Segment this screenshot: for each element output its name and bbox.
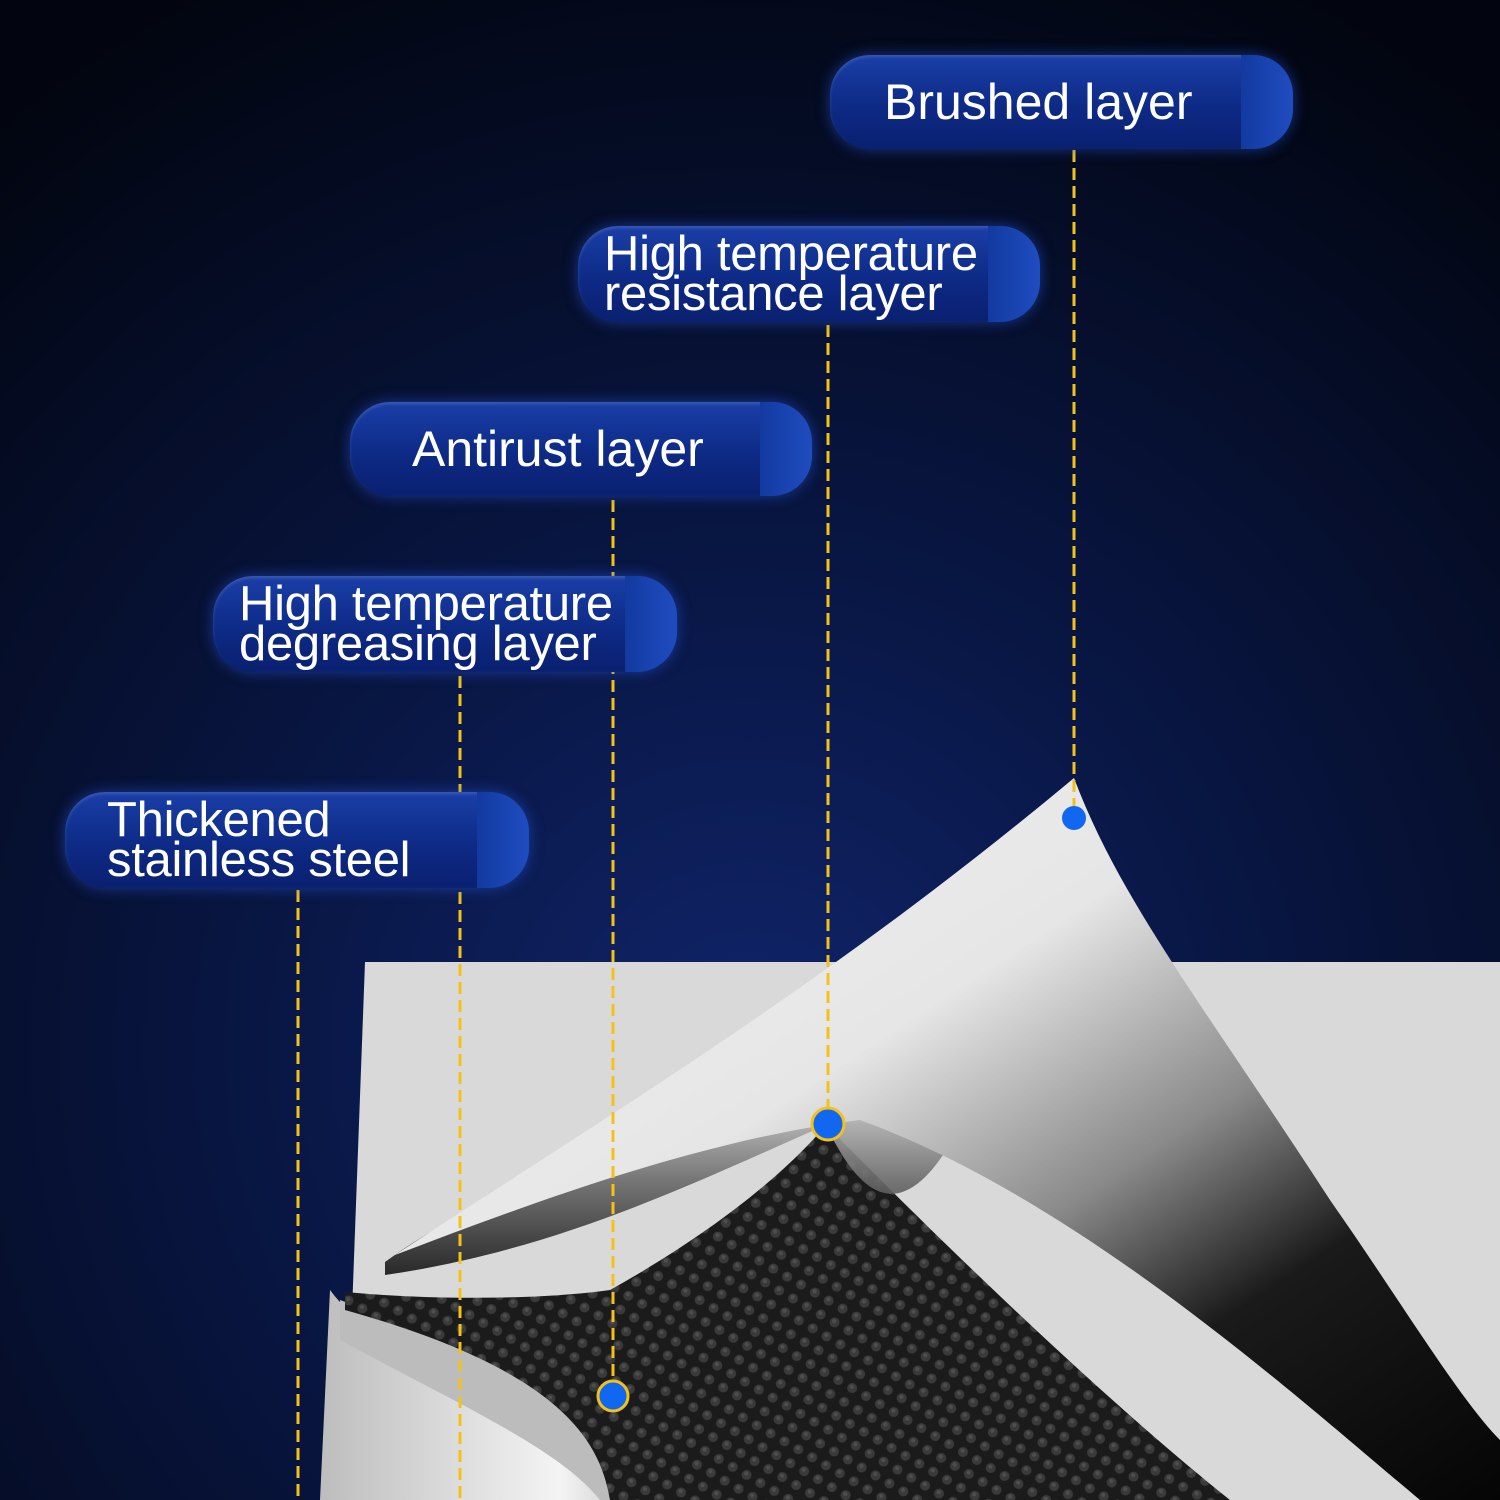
label-high-temp-degreasing-layer-text: High temperature degreasing layer [239,577,613,671]
label-high-temp-resistance-layer: High temperature resistance layer [578,226,1040,322]
label-thickened-stainless-steel-text: Thickened stainless steel [107,793,411,887]
label-antirust-layer-text: Antirust layer [412,421,704,477]
marker-ring-antirust [596,1379,630,1413]
top-brushed-sheet [395,778,1500,1500]
label-brushed-layer: Brushed layer [830,55,1293,149]
mesh-sheet [345,1125,1230,1500]
label-thickened-stainless-steel: Thickened stainless steel [65,792,529,888]
marker-ring-high-temp-resistance [810,1106,846,1142]
label-antirust-layer: Antirust layer [350,402,812,496]
label-high-temp-degreasing-layer: High temperature degreasing layer [213,576,677,672]
label-high-temp-resistance-layer-text: High temperature resistance layer [604,227,978,321]
label-brushed-layer-text: Brushed layer [884,74,1193,130]
marker-dot-brushed [1062,806,1086,830]
